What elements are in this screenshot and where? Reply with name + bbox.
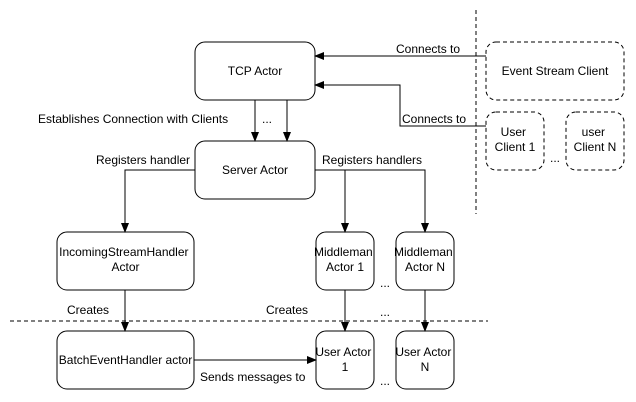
registers-handler-label: Registers handler <box>96 153 190 167</box>
incoming-stream-handler-actor-label: IncomingStreamHandler Actor <box>59 245 192 274</box>
user-actor-1-node: User Actor 1 <box>315 330 375 390</box>
user-clients-ellipsis: ... <box>550 151 560 165</box>
middleman-actor-1-node: Middleman Actor 1 <box>314 231 376 291</box>
connects-to-label-user-client: Connects to <box>402 112 466 126</box>
batch-event-handler-actor-node: BatchEventHandler actor <box>56 330 195 390</box>
user-client-1-node: User Client 1 <box>485 111 545 171</box>
user-client-1-label: User Client 1 <box>495 125 536 154</box>
middleman-actors-ellipsis: ... <box>380 276 390 290</box>
user-client-n-label: user Client N <box>574 125 617 154</box>
server-actor-to-middleman-actor-1-edge <box>315 169 349 233</box>
user-client-n-node: user Client N <box>565 111 625 171</box>
event-stream-client-node: Event Stream Client <box>485 41 625 101</box>
middleman-actor-n-label: Middleman Actor N <box>394 245 456 274</box>
tcp-actor-node: TCP Actor <box>194 41 316 101</box>
connects-to-label-event-stream: Connects to <box>396 42 460 56</box>
tcp-actor-label: TCP Actor <box>228 64 282 78</box>
user-client-1-to-tcp-actor-edge <box>314 81 486 127</box>
batch-event-handler-actor-label: BatchEventHandler actor <box>59 353 192 367</box>
incoming-stream-handler-actor-node: IncomingStreamHandler Actor <box>56 231 195 291</box>
server-actor-to-middleman-actor-n-edge <box>315 169 429 233</box>
middleman-actor-n-node: Middleman Actor N <box>394 231 456 291</box>
tcp-server-links-ellipsis: ... <box>262 112 272 126</box>
event-stream-client-label: Event Stream Client <box>502 64 609 78</box>
server-actor-to-incoming-stream-handler-edge <box>121 169 195 233</box>
user-actors-ellipsis: ... <box>380 374 390 388</box>
middleman-to-user-links-ellipsis: ... <box>380 305 390 319</box>
middleman-actor-1-label: Middleman Actor 1 <box>314 245 376 274</box>
server-actor-node: Server Actor <box>194 140 316 200</box>
user-actor-1-label: User Actor 1 <box>315 345 374 374</box>
registers-handlers-label: Registers handlers <box>322 153 422 167</box>
sends-messages-to-label: Sends messages to <box>200 370 306 384</box>
server-actor-label: Server Actor <box>222 163 288 177</box>
user-actor-n-node: User Actor N <box>395 330 455 390</box>
user-actor-n-label: User Actor N <box>395 345 454 374</box>
creates-label-left: Creates <box>67 303 109 317</box>
establishes-connection-label: Establishes Connection with Clients <box>38 112 228 126</box>
creates-label-right: Creates <box>266 303 308 317</box>
